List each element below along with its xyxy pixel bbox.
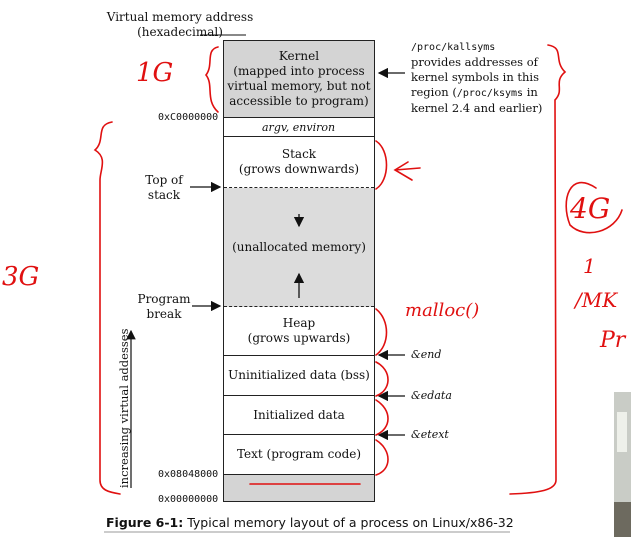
text-bracket <box>375 439 389 476</box>
user-brace <box>93 121 121 495</box>
red-annotations <box>93 44 623 495</box>
data-segment: Initialized data <box>224 396 374 435</box>
heap-segment: Heap (grows upwards) <box>224 307 374 356</box>
kallsyms-line2: kernel symbols in this <box>411 70 539 84</box>
kallsyms-line3-post: in <box>523 85 538 99</box>
ksyms-path: /proc/ksyms <box>456 88 524 99</box>
stack-bracket <box>375 140 388 190</box>
full-brace <box>509 44 567 495</box>
caption-text: Typical memory layout of a process on Li… <box>183 515 514 530</box>
text-segment: Text (program code) <box>224 435 374 475</box>
low-reserved-segment <box>224 475 374 501</box>
figure-caption: Figure 6-1: Typical memory layout of a p… <box>106 515 514 530</box>
kallsyms-note: /proc/kallsyms provides addresses of ker… <box>411 40 571 116</box>
stack-desc: (grows downwards) <box>238 162 360 176</box>
program-break-line2: break <box>146 307 182 321</box>
kallsyms-line3: region (/proc/ksyms in <box>411 85 571 101</box>
end-marker-label: &end <box>411 348 442 361</box>
four-g-circle <box>565 181 623 234</box>
address-zero: 0x00000000 <box>158 494 219 505</box>
one-g-annotation: 1G <box>136 58 174 88</box>
data-label: Initialized data <box>253 407 345 422</box>
webcam-thumbnail-shadow <box>614 502 631 537</box>
text-label: Text (program code) <box>236 447 362 461</box>
bss-bracket <box>375 361 389 397</box>
stack-segment: Stack (grows downwards) <box>224 137 374 188</box>
kallsyms-line4: kernel 2.4 and earlier) <box>411 101 543 115</box>
argv-label: argv, environ <box>262 120 336 134</box>
scribble-2: /MK <box>575 288 618 312</box>
three-g-annotation: 3G <box>2 262 40 292</box>
edata-marker-label: &edata <box>411 389 452 402</box>
kernel-desc-3: accessible to program) <box>229 94 369 108</box>
kernel-brace <box>204 46 219 113</box>
heap-bracket <box>375 308 388 356</box>
kallsyms-line3-pre: region ( <box>411 85 457 99</box>
heap-desc: (grows upwards) <box>247 331 351 345</box>
unallocated-segment: (unallocated memory) <box>224 188 374 307</box>
argv-environ-segment: argv, environ <box>224 118 374 137</box>
kallsyms-path: /proc/kallsyms <box>411 42 496 53</box>
stack-pointer-mark <box>393 161 421 181</box>
top-of-stack-line1: Top of <box>145 173 183 187</box>
memory-column <box>223 40 375 502</box>
address-kernel-start: 0xC0000000 <box>158 112 219 123</box>
caption-figure-number: Figure 6-1: <box>106 515 184 530</box>
kernel-desc-2: virtual memory, but not <box>227 79 371 93</box>
heap-label: Heap <box>282 316 316 330</box>
program-break-line1: Program <box>137 292 191 306</box>
webcam-thumbnail-highlight <box>617 412 627 452</box>
header-line1: Virtual memory address <box>106 10 254 24</box>
kernel-desc-1: (mapped into process <box>233 64 365 78</box>
malloc-annotation: malloc() <box>405 300 480 321</box>
bss-label: Uninitialized data (bss) <box>228 368 370 382</box>
webcam-thumbnail <box>614 392 631 537</box>
stack-label: Stack <box>281 147 317 161</box>
unallocated-label: (unallocated memory) <box>232 239 366 254</box>
kernel-label: Kernel <box>278 49 320 63</box>
data-bracket <box>375 399 389 436</box>
scribble-1: 1 <box>583 254 596 278</box>
kallsyms-line1: provides addresses of <box>411 55 538 69</box>
address-text-start: 0x08048000 <box>158 469 219 480</box>
bss-segment: Uninitialized data (bss) <box>224 356 374 396</box>
kernel-segment: Kernel (mapped into process virtual memo… <box>224 41 374 118</box>
four-g-annotation: 4G <box>570 192 611 225</box>
top-of-stack-line2: stack <box>147 188 181 202</box>
scribble-3: Pr <box>600 328 626 353</box>
etext-marker-label: &etext <box>411 428 449 441</box>
top-of-stack-label: Top of stack <box>139 173 189 203</box>
program-break-label: Program break <box>135 292 193 322</box>
